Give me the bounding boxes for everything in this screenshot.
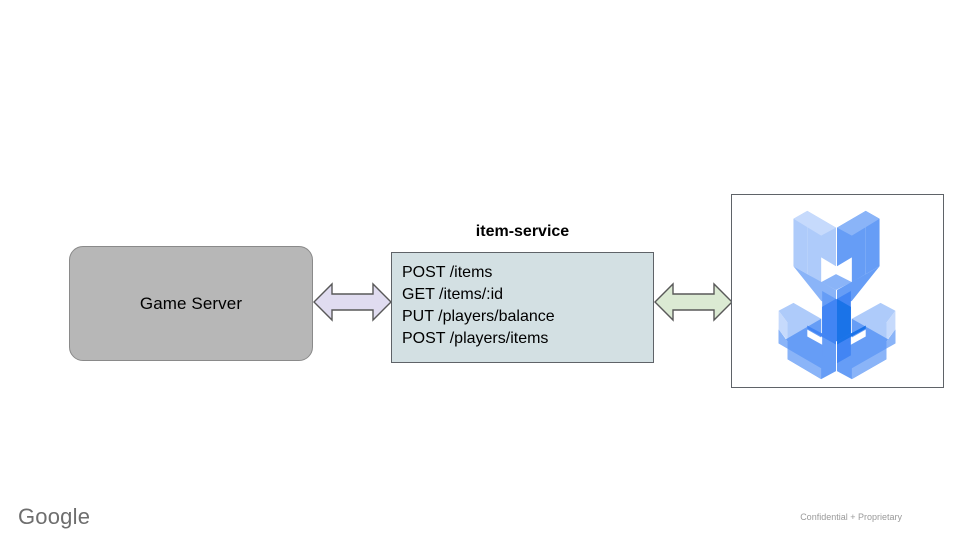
double-arrow-horizontal-icon xyxy=(654,282,733,322)
node-item-service-title: item-service xyxy=(475,223,570,240)
endpoint-item: PUT /players/balance xyxy=(402,308,555,325)
endpoint-item: GET /items/:id xyxy=(402,286,504,303)
endpoint-item: POST /players/items xyxy=(402,330,549,347)
double-arrow-horizontal-icon xyxy=(313,282,392,322)
google-wordmark: Google xyxy=(18,504,91,529)
connector-game-server-to-item-service[interactable] xyxy=(313,281,392,323)
node-tools-image[interactable] xyxy=(731,194,944,388)
node-game-server-label: Game Server xyxy=(139,294,243,313)
connector-item-service-to-tools[interactable] xyxy=(654,281,733,323)
endpoint-list: POST /items GET /items/:id PUT /players/… xyxy=(402,262,653,350)
confidentiality-notice: Confidential + Proprietary xyxy=(800,512,902,522)
endpoint-item: POST /items xyxy=(402,264,493,281)
node-item-service[interactable]: POST /items GET /items/:id PUT /players/… xyxy=(391,252,654,363)
isometric-wrench-icon xyxy=(778,210,896,380)
node-game-server[interactable]: Game Server xyxy=(69,246,313,361)
